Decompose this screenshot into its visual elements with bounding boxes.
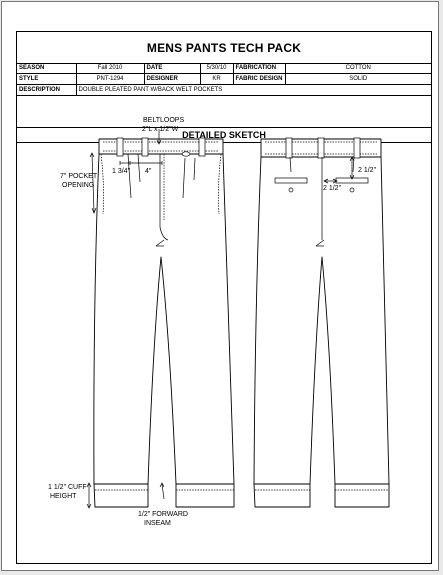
spec-table: SEASON Fall 2010 DATE 5/30/10 FABRICATIO… [17,63,431,96]
table-row: DESCRIPTION DOUBLE PLEATED PANT W/BACK W… [17,84,431,96]
pleat-distance-a: 1 3/4" [112,168,131,175]
pocket-opening-callout: 7" POCKET [60,173,98,180]
back-pocket-vertical-callout: 2 1/2" [358,167,377,174]
description-value: DOUBLE PLEATED PANT W/BACK WELT POCKETS [75,84,431,96]
sketch-header: DETAILED SKETCH [17,127,431,143]
forward-inseam-callout-2: INSEAM [144,520,171,527]
beltloops-callout: BELTLOOPS [143,117,184,124]
back-view-pants [253,138,390,508]
beltloops-size-callout: 2"L x 1/2"W [142,126,179,133]
cuff-height-callout: 1 1/2" CUFF [48,484,87,491]
cuff-height-callout-2: HEIGHT [50,493,77,500]
table-row: SEASON Fall 2010 DATE 5/30/10 FABRICATIO… [17,63,431,74]
pleat-distance-b: 4" [145,168,152,175]
back-pocket-horizontal-callout: 2 1/2" [323,185,342,192]
front-view-pants [93,138,235,508]
pocket-opening-callout-2: OPENING [62,182,94,189]
forward-inseam-callout: 1/2" FORWARD [138,511,188,518]
